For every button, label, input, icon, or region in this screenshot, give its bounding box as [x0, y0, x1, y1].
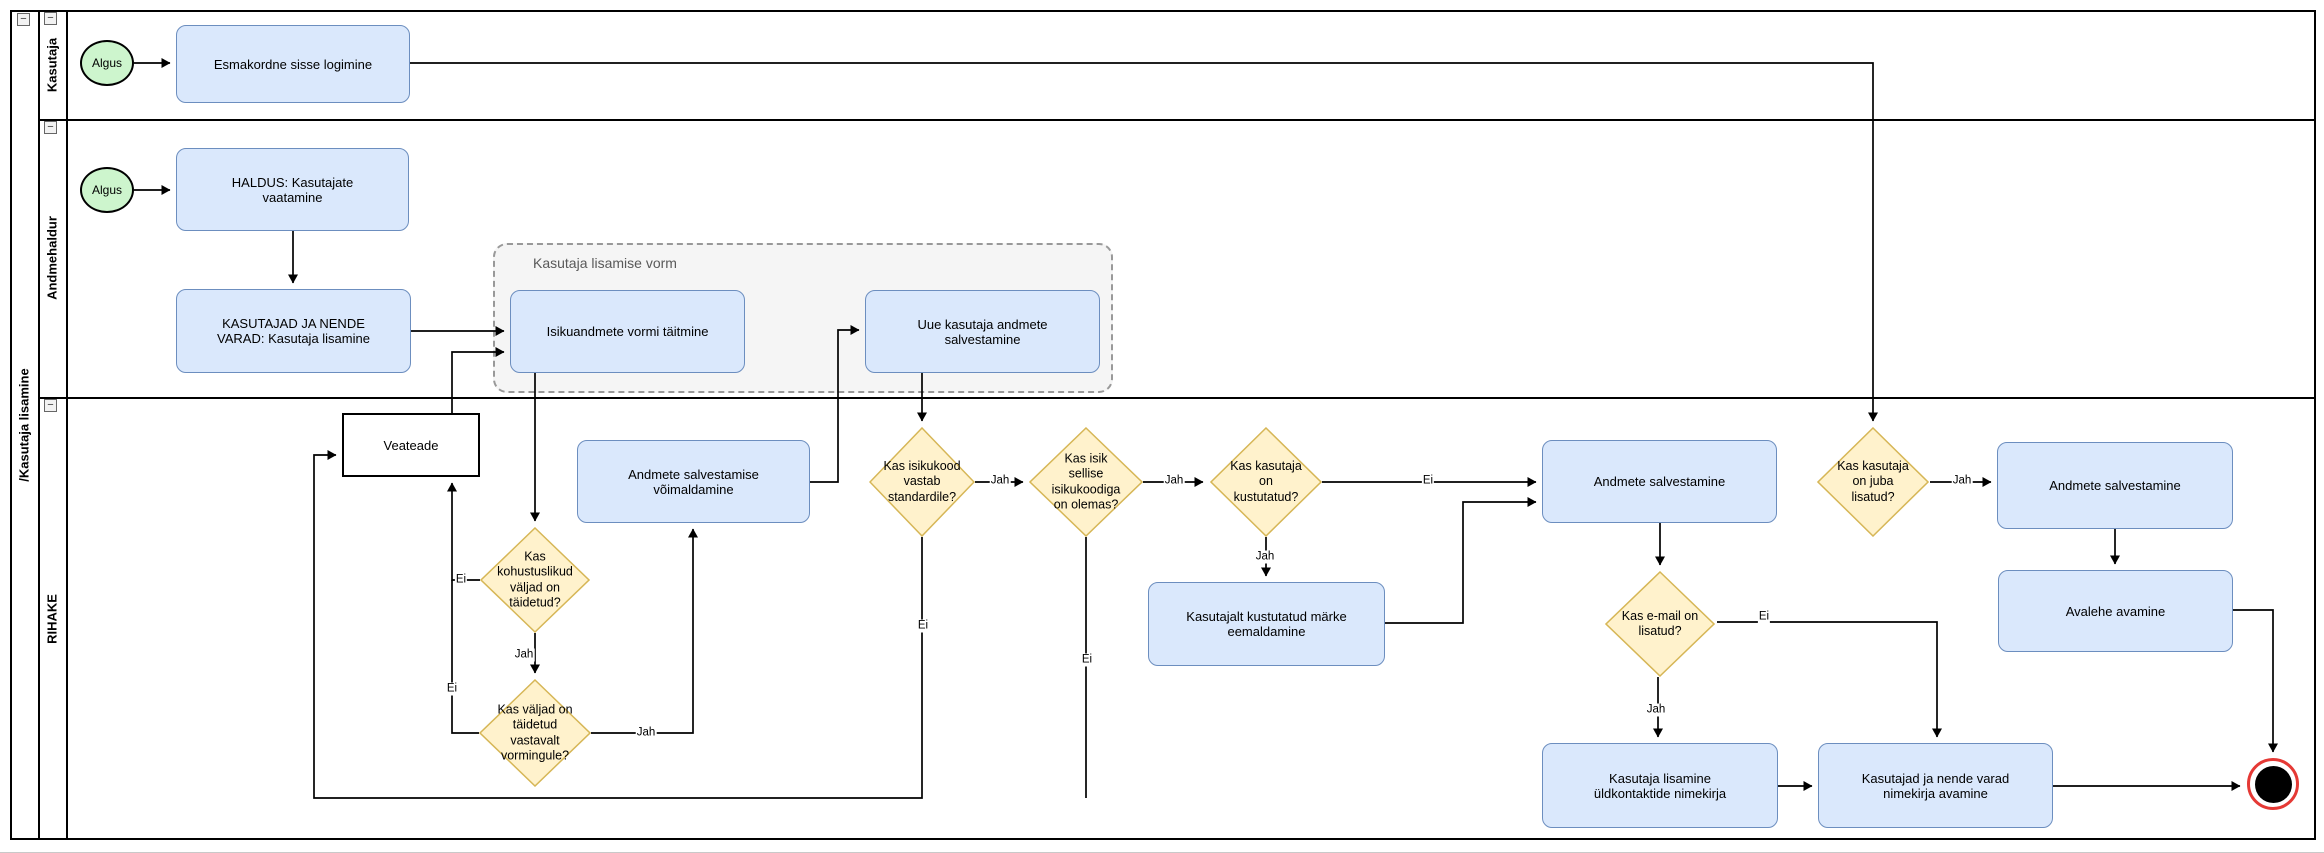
- node-dec-isik-olemas[interactable]: Kas isik sellise isikukoodiga on olemas?: [1028, 426, 1144, 538]
- node-dec-juba-lisatud[interactable]: Kas kasutaja on juba lisatud?: [1816, 426, 1930, 538]
- node-task-uue-kasutaja[interactable]: Uue kasutaja andmete salvestamine: [865, 290, 1100, 373]
- lane-title-andmehaldur[interactable]: Andmehaldur: [44, 216, 60, 300]
- lane-title-rihake[interactable]: RIHAKE: [44, 593, 60, 644]
- pool-title-separator: [38, 10, 40, 840]
- node-dec-email[interactable]: Kas e-mail on lisatud?: [1604, 570, 1716, 678]
- pool-title[interactable]: /Kasutaja lisamine: [16, 368, 32, 482]
- node-end-event[interactable]: [2247, 758, 2299, 810]
- node-task-salvestamine-right[interactable]: Andmete salvestamine: [1997, 442, 2233, 529]
- node-task-eemaldamine[interactable]: Kasutajalt kustutatud märke eemaldamine: [1148, 582, 1385, 666]
- node-note-veateade[interactable]: Veateade: [342, 413, 480, 477]
- node-task-kasutajad-varad[interactable]: KASUTAJAD JA NENDE VARAD: Kasutaja lisam…: [176, 289, 411, 373]
- node-task-avalehe[interactable]: Avalehe avamine: [1998, 570, 2233, 652]
- node-start-andmehaldur[interactable]: Algus: [80, 167, 134, 213]
- collapse-lane-kasutaja-button[interactable]: −: [44, 12, 57, 25]
- node-start-kasutaja[interactable]: Algus: [80, 40, 134, 86]
- node-dec-isikukood[interactable]: Kas isikukood vastab standardile?: [868, 426, 976, 538]
- edge-label-jah-e-vormingule-voimaldamine: Jah: [635, 726, 657, 740]
- collapse-lane-andmehaldur-button[interactable]: −: [44, 121, 57, 134]
- node-task-uldkontaktide[interactable]: Kasutaja lisamine üldkontaktide nimekirj…: [1542, 743, 1778, 828]
- collapse-pool-button[interactable]: −: [17, 13, 30, 26]
- node-dec-kustutatud[interactable]: Kas kasutaja on kustutatud?: [1209, 426, 1323, 538]
- node-task-esmakordne[interactable]: Esmakordne sisse logimine: [176, 25, 410, 103]
- edge-label-jah-e-isikukood-isik-olemas: Jah: [989, 474, 1011, 488]
- edge-label-jah-e-email-uldkontaktide: Jah: [1645, 703, 1667, 717]
- diamond-shape: [478, 678, 592, 788]
- diamond-shape: [479, 526, 591, 634]
- edge-label-ei-e-isikukood-veateade: Ei: [916, 619, 930, 633]
- diamond-shape: [1816, 426, 1930, 538]
- edge-label-jah-e-isik-olemas-kustutatud: Jah: [1163, 474, 1185, 488]
- diamond-shape: [1028, 426, 1144, 538]
- collapse-lane-rihake-button[interactable]: −: [44, 399, 57, 412]
- end-event-core: [2254, 765, 2292, 803]
- node-task-haldus[interactable]: HALDUS: Kasutajate vaatamine: [176, 148, 409, 231]
- edge-label-ei-e-vormingule-veateade: Ei: [445, 682, 459, 696]
- edge-label-ei-e-isik-olemas-veateade: Ei: [1080, 653, 1094, 667]
- diamond-shape: [1604, 570, 1716, 678]
- lane-divider-andmehaldur: [38, 119, 2316, 121]
- lane-title-separator: [66, 10, 68, 840]
- edge-label-jah-e-kustutatud-eemaldamine: Jah: [1254, 550, 1276, 564]
- pool-container: [10, 10, 2316, 840]
- lane-title-kasutaja[interactable]: Kasutaja: [44, 37, 60, 92]
- edge-label-ei-e-email-nimekirja: Ei: [1757, 610, 1771, 624]
- group-label: Kasutaja lisamise vorm: [533, 255, 677, 271]
- edge-label-ei-e-kohustuslikud-veateade: Ei: [454, 573, 468, 587]
- diamond-shape: [1209, 426, 1323, 538]
- edge-label-jah-e-juba-lisatud-salvestamine: Jah: [1951, 474, 1973, 488]
- edge-label-jah-e-kohustuslikud-vormingule: Jah: [513, 648, 535, 662]
- node-task-voimaldamine[interactable]: Andmete salvestamise võimaldamine: [577, 440, 810, 523]
- node-task-salvestamine-mid[interactable]: Andmete salvestamine: [1542, 440, 1777, 523]
- node-task-isikuandmete[interactable]: Isikuandmete vormi täitmine: [510, 290, 745, 373]
- edge-label-ei-e-kustutatud-salvestamine: Ei: [1421, 474, 1435, 488]
- node-dec-vormingule[interactable]: Kas väljad on täidetud vastavalt vorming…: [478, 678, 592, 788]
- node-dec-kohustuslikud[interactable]: Kas kohustuslikud väljad on täidetud?: [479, 526, 591, 634]
- lane-divider-rihake: [38, 397, 2316, 399]
- node-task-nimekirja-avamine[interactable]: Kasutajad ja nende varad nimekirja avami…: [1818, 743, 2053, 828]
- diamond-shape: [868, 426, 976, 538]
